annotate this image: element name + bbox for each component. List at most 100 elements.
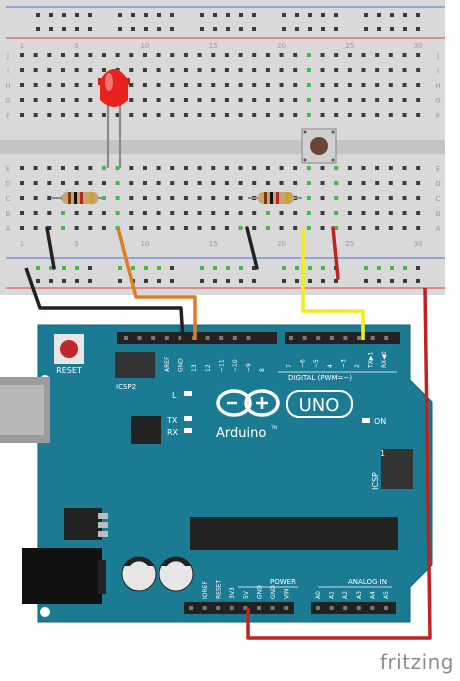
breadboard-hole <box>88 113 93 117</box>
icsp2-label: ICSP2 <box>116 383 136 391</box>
breadboard-hole <box>60 113 65 117</box>
rail-hole <box>295 279 299 283</box>
rail-hole <box>75 266 79 270</box>
pin-label: ~11 <box>218 359 225 372</box>
rail-hole <box>157 266 161 270</box>
breadboard-hole <box>320 83 325 87</box>
header-pin <box>370 606 375 610</box>
breadboard-hole <box>347 181 352 185</box>
breadboard-hole <box>306 53 311 57</box>
breadboard-hole <box>320 53 325 57</box>
breadboard-hole <box>416 53 421 57</box>
rail-hole <box>334 279 338 283</box>
breadboard-hole <box>211 68 216 72</box>
breadboard-hole <box>197 211 202 215</box>
breadboard-hole <box>388 226 393 230</box>
breadboard-hole <box>306 211 311 215</box>
breadboard-hole <box>60 181 65 185</box>
pin-label: A3 <box>356 591 363 599</box>
breadboard-hole <box>183 68 188 72</box>
rail-hole <box>157 279 161 283</box>
header-pin <box>219 336 224 340</box>
rail-hole <box>416 279 420 283</box>
header-pin <box>329 606 334 610</box>
microcontroller-chip <box>190 517 398 550</box>
wire-black-gnd-rail-right <box>245 226 259 270</box>
pin-label: 4 <box>327 364 334 368</box>
pin-label: ~9 <box>246 363 253 372</box>
wire-red-button-vcc <box>331 226 340 280</box>
pin-label: RESET <box>216 579 223 599</box>
breadboard-hole <box>224 181 229 185</box>
pin-label: ~3 <box>340 359 347 368</box>
rail-hole <box>416 13 420 17</box>
breadboard-hole <box>252 113 257 117</box>
row-letter: J <box>436 52 439 60</box>
pin-label: AREF <box>164 356 171 372</box>
breadboard-hole <box>60 211 65 215</box>
rail-hole <box>416 266 420 270</box>
header-pin <box>124 336 128 340</box>
rail-hole <box>282 13 286 17</box>
led-l-label: L <box>172 391 177 400</box>
push-button <box>301 128 337 164</box>
breadboard-hole <box>170 53 175 57</box>
breadboard-hole <box>47 53 52 57</box>
rail-hole <box>282 27 286 31</box>
rail-hole <box>239 27 243 31</box>
breadboard-hole <box>334 68 339 72</box>
pin-label: VIN <box>284 589 291 599</box>
breadboard-hole <box>60 226 65 230</box>
breadboard-hole <box>388 98 393 102</box>
pin-label: 7 <box>286 364 293 368</box>
breadboard-hole <box>293 181 298 185</box>
rail-hole <box>118 13 122 17</box>
breadboard-hole <box>265 53 270 57</box>
breadboard-hole <box>33 211 38 215</box>
breadboard-hole <box>47 68 52 72</box>
breadboard-hole <box>142 98 147 102</box>
wire-black-gnd-to-arduino <box>24 267 185 341</box>
rail-hole <box>308 266 312 270</box>
rail-hole <box>170 279 174 283</box>
breadboard-hole <box>361 98 366 102</box>
breadboard-hole <box>388 196 393 200</box>
column-number: 30 <box>414 240 423 248</box>
breadboard-hole <box>265 226 270 230</box>
breadboard-hole <box>224 211 229 215</box>
breadboard-hole <box>20 68 24 72</box>
reset-button <box>54 334 84 364</box>
breadboard-hole <box>293 226 298 230</box>
breadboard-hole <box>306 181 311 185</box>
breadboard-hole <box>361 68 366 72</box>
header-pin <box>229 606 234 610</box>
breadboard-hole <box>20 181 24 185</box>
rail-hole <box>226 13 230 17</box>
pin-label: 13 <box>191 364 198 372</box>
breadboard-hole <box>183 196 188 200</box>
header-pin <box>216 606 221 610</box>
breadboard-hole <box>115 226 120 230</box>
breadboard-hole <box>197 98 202 102</box>
wire-yellow-pin2 <box>301 228 365 340</box>
breadboard-hole <box>211 113 216 117</box>
breadboard-hole <box>115 211 120 215</box>
breadboard-hole <box>265 83 270 87</box>
breadboard-hole <box>416 226 421 230</box>
rail-hole <box>308 279 312 283</box>
header-pin <box>316 606 320 610</box>
rail-hole <box>88 27 92 31</box>
breadboard-hole <box>224 53 229 57</box>
breadboard-hole <box>402 181 407 185</box>
breadboard-hole <box>115 181 120 185</box>
icsp-header <box>381 449 413 489</box>
arduino-logo <box>216 389 280 417</box>
breadboard-hole <box>320 98 325 102</box>
breadboard-hole <box>306 98 311 102</box>
breadboard-hole <box>211 211 216 215</box>
breadboard-hole <box>293 211 298 215</box>
breadboard-hole <box>197 113 202 117</box>
